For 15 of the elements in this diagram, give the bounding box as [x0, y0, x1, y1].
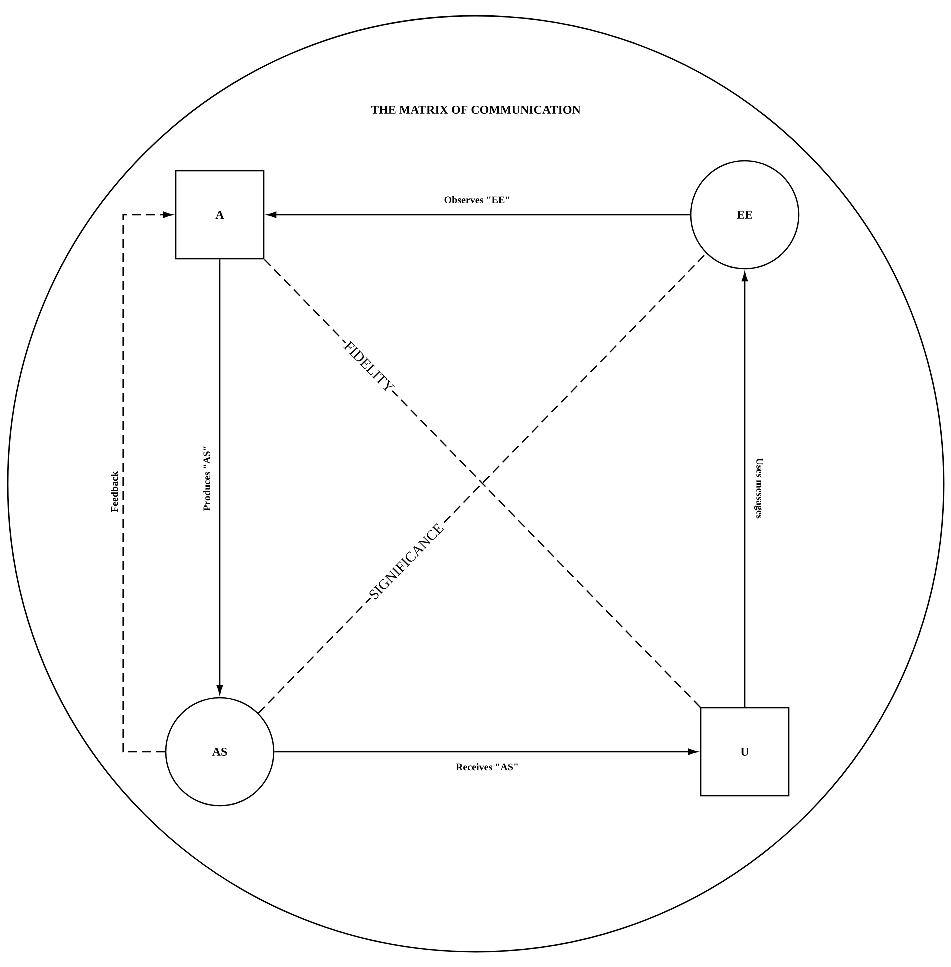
- arrow: [216, 260, 224, 695]
- circle-node: EE: [690, 160, 800, 270]
- arrow: [274, 748, 698, 756]
- edge-label: Receives "AS": [456, 764, 518, 771]
- square-box: U: [700, 707, 790, 797]
- title: THE MATRIX OF COMMUNICATION: [371, 106, 581, 114]
- arrow: [267, 212, 690, 218]
- arrow: [122, 212, 173, 753]
- circle-node: AS: [165, 697, 275, 807]
- edge-label: Produces "AS": [203, 446, 210, 512]
- edge-label: Feedback: [110, 470, 120, 514]
- edge-label: Observes "EE": [444, 196, 510, 204]
- arrow: [742, 272, 748, 708]
- edge-label: Uses messages: [754, 458, 764, 519]
- square-box: A: [175, 170, 265, 260]
